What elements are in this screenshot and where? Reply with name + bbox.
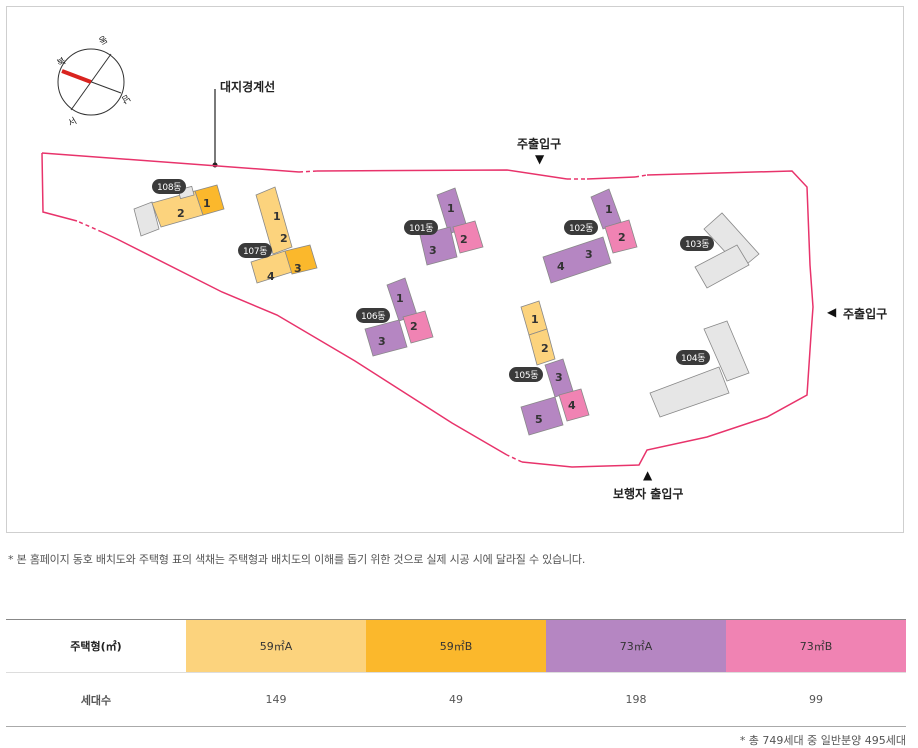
svg-text:2: 2 [618, 231, 626, 244]
building-107: 1 2 4 3 [250, 186, 318, 284]
building-102: 1 4 3 2 [542, 188, 638, 284]
boundary-label: 대지경계선 [220, 80, 276, 94]
building-106-tag: 106동 [356, 308, 391, 323]
svg-text:2: 2 [460, 233, 468, 246]
svg-text:1: 1 [447, 202, 455, 215]
svg-text:3: 3 [585, 248, 593, 261]
svg-text:1: 1 [273, 210, 281, 223]
svg-text:4: 4 [568, 399, 576, 412]
main-entrance-top-label: 주출입구 [517, 137, 562, 151]
svg-text:3: 3 [294, 262, 302, 275]
svg-text:1: 1 [203, 197, 211, 210]
svg-text:4: 4 [267, 270, 275, 283]
svg-text:2: 2 [280, 232, 288, 245]
svg-text:1: 1 [605, 203, 613, 216]
svg-text:2: 2 [177, 207, 185, 220]
site-boundary-gaps [76, 170, 648, 463]
color-disclaimer-note: * 본 홈페이지 동호 배치도와 주택형 표의 색채는 주택형과 배치도의 이해… [8, 553, 586, 566]
svg-text:5: 5 [535, 413, 543, 426]
total-households-note: * 총 749세대 중 일반분양 495세대 [739, 734, 906, 747]
svg-text:3: 3 [378, 335, 386, 348]
building-104 [649, 320, 750, 418]
building-103-tag: 103동 [680, 236, 715, 251]
building-105: 1 2 3 5 4 [520, 300, 590, 436]
building-101-tag: 101동 [404, 220, 439, 235]
table-row: 세대수 149 49 198 99 [6, 672, 906, 727]
svg-text:4: 4 [557, 260, 565, 273]
count-73b-cell: 99 [726, 672, 906, 727]
table-header-row: 주택형(㎡) 59㎡A 59㎡B 73㎡A 73㎡B [6, 619, 906, 673]
svg-text:1: 1 [531, 313, 539, 326]
building-108-tag: 108동 [152, 179, 187, 194]
building-105-tag: 105동 [509, 367, 544, 382]
building-108: 2 1 [133, 184, 225, 237]
svg-text:3: 3 [429, 244, 437, 257]
count-label-cell: 세대수 [6, 672, 186, 727]
svg-text:2: 2 [410, 320, 418, 333]
svg-text:3: 3 [555, 371, 563, 384]
count-59a-cell: 149 [186, 672, 366, 727]
type-73a-cell: 73㎡A [546, 619, 726, 673]
building-103 [694, 212, 760, 289]
arrow-up-icon: ▲ [643, 468, 653, 482]
svg-text:1: 1 [396, 292, 404, 305]
type-73b-cell: 73㎡B [726, 619, 906, 673]
building-107-tag: 107동 [238, 243, 273, 258]
pedestrian-entrance-label: 보행자 출입구 [613, 487, 684, 501]
unit-type-table: 주택형(㎡) 59㎡A 59㎡B 73㎡A 73㎡B 세대수 149 49 19… [6, 619, 906, 727]
compass-icon [57, 48, 125, 116]
header-label-cell: 주택형(㎡) [6, 619, 186, 673]
building-102-tag: 102동 [564, 220, 599, 235]
main-entrance-right-label: 주출입구 [843, 307, 888, 321]
count-73a-cell: 198 [546, 672, 726, 727]
type-59b-cell: 59㎡B [366, 619, 546, 673]
building-101: 1 3 2 [419, 187, 484, 266]
site-plan-map: 2 1 1 2 4 3 1 3 2 1 4 3 [6, 6, 904, 533]
building-104-tag: 104동 [676, 350, 711, 365]
site-boundary-line [41, 152, 814, 468]
count-59b-cell: 49 [366, 672, 546, 727]
building-106: 1 3 2 [364, 277, 434, 357]
type-59a-cell: 59㎡A [186, 619, 366, 673]
svg-text:2: 2 [541, 342, 549, 355]
arrow-left-icon: ◀ [827, 305, 837, 319]
site-plan-svg: 2 1 1 2 4 3 1 3 2 1 4 3 [41, 48, 814, 468]
arrow-down-icon: ▼ [535, 152, 545, 166]
